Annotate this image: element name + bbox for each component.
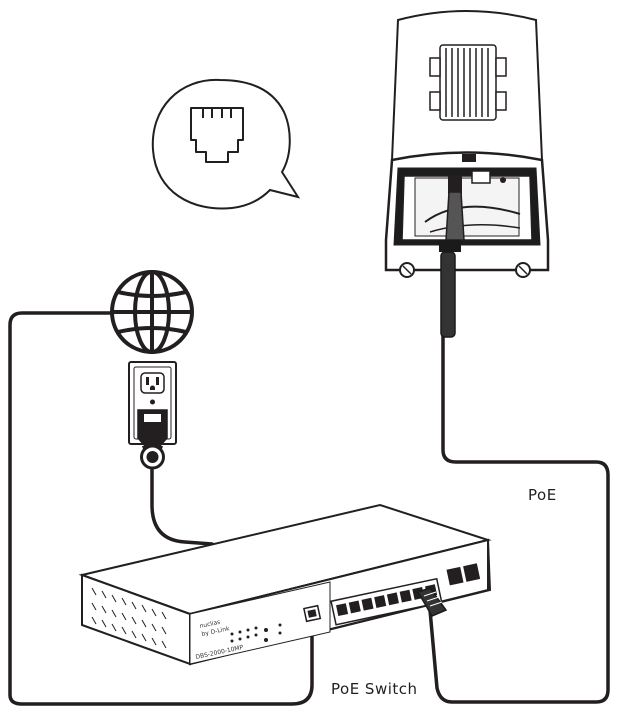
- poe-cable: [428, 333, 610, 704]
- outdoor-access-point-icon: [384, 10, 550, 338]
- globe-icon: [110, 270, 194, 354]
- rj45-port-icon: [151, 78, 301, 210]
- poe-switch-label: PoE Switch: [331, 680, 418, 698]
- internet-cable: [8, 311, 314, 706]
- sfp-ports: [446, 563, 481, 586]
- heatsink: [429, 44, 507, 121]
- ethernet-ports: [330, 577, 443, 626]
- vents: [91, 587, 167, 649]
- power-cable: [150, 463, 214, 546]
- poe-plug: [416, 587, 448, 617]
- power-plug-icon: [137, 409, 168, 470]
- cables: [8, 311, 610, 706]
- poe-label: PoE: [528, 486, 557, 504]
- switch-brand: nuclias: [199, 619, 221, 630]
- poe-switch-icon: nuclias by D-Link DBS-2000-10MP: [78, 503, 492, 666]
- status-leds: [230, 623, 282, 643]
